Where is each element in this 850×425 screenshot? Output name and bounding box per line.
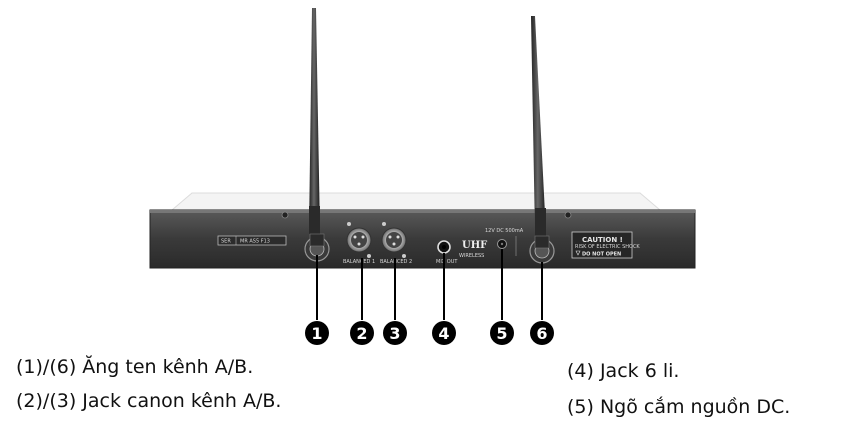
dc-label: 12V DC 500mA [485,228,524,234]
antenna-b [529,16,555,264]
jack-6mm: MIX OUT [436,240,458,265]
callout-marker-5: 5 [490,321,514,345]
warning-icon [575,250,581,256]
xlr-a-label: BALANCED 1 [343,259,375,265]
callout-number-3: 3 [389,324,400,343]
brand-name: UHF [462,240,487,251]
jack-label: MIX OUT [436,259,458,265]
serial-sticker: SER MR AS5 F13 [217,235,287,246]
callout-number-4: 4 [438,324,449,343]
dc-power-input: 12V DC 500mA [485,228,524,256]
callout-leader-lines [316,249,543,320]
callout-marker-6: 6 [530,321,554,345]
brand-subtitle: WIRELESS [459,253,484,259]
brand-logo: UHF WIRELESS [459,240,487,259]
caption-xlr: (2)/(3) Jack canon kênh A/B. [16,390,282,412]
xlr-connector-a: BALANCED 1 [343,222,375,265]
caption-dc: (5) Ngõ cắm nguồn DC. [567,396,791,418]
caution-subtitle: RISK OF ELECTRIC SHOCK [575,244,640,250]
caption-jack: (4) Jack 6 li. [567,360,680,382]
xlr-b-label: BALANCED 2 [380,259,412,265]
callout-marker-1: 1 [305,321,329,345]
caution-title: CAUTION ! [582,236,623,244]
callout-marker-4: 4 [432,321,456,345]
receiver-diagram: SER MR AS5 F13 BALANCED 1 BALANCED 2 MIX… [149,8,696,320]
serial-value: MR AS5 F13 [240,239,270,245]
caption-antenna: (1)/(6) Ăng ten kênh A/B. [16,356,254,378]
callout-number-6: 6 [536,324,547,343]
caution-label: CAUTION ! RISK OF ELECTRIC SHOCK DO NOT … [571,231,640,259]
callout-marker-2: 2 [350,321,374,345]
callout-marker-3: 3 [383,321,407,345]
callout-number-2: 2 [356,324,367,343]
xlr-connector-b: BALANCED 2 [380,222,412,265]
callout-number-1: 1 [311,324,322,343]
antenna-a [304,8,330,262]
callout-number-5: 5 [496,324,507,343]
serial-label: SER [221,239,231,245]
caution-warning: DO NOT OPEN [582,252,621,258]
callout-markers: 1 2 3 4 5 6 [305,321,554,345]
